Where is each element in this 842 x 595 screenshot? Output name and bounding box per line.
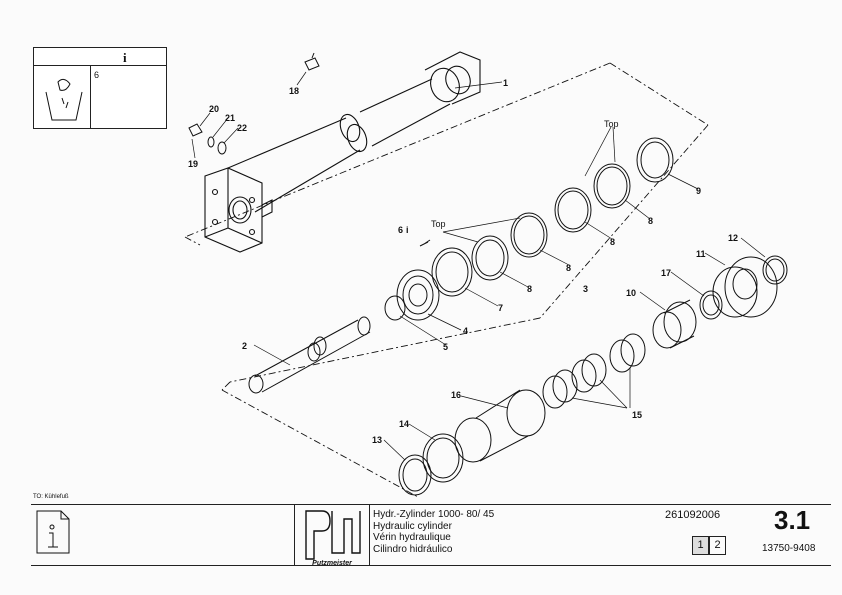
- callout-16: 16: [451, 390, 461, 400]
- cylinder-barrel: [204, 51, 481, 253]
- info-box-divider: [90, 66, 91, 128]
- info-i-icon: i: [123, 50, 127, 65]
- callout-5: 5: [443, 342, 448, 352]
- piston-rod: [248, 316, 371, 394]
- callout-21: 21: [225, 113, 235, 123]
- putzmeister-logo: [305, 510, 361, 560]
- oil-can-icon: [45, 78, 83, 121]
- rod-head: [652, 255, 788, 349]
- section-number: 3.1: [774, 505, 811, 535]
- callout-7: 7: [498, 303, 503, 313]
- callout-3: 3: [583, 284, 588, 294]
- title-block: [31, 504, 831, 566]
- top-label-2: Top: [431, 219, 446, 229]
- callout-13: 13: [372, 435, 382, 445]
- document-number: 13750-9408: [762, 543, 816, 554]
- dash-dot-frame: [184, 62, 709, 498]
- part-titles: Hydr.-Zylinder 1000- 80/ 45 Hydraulic cy…: [373, 509, 494, 555]
- callout-10: 10: [626, 288, 636, 298]
- callout-22: 22: [237, 123, 247, 133]
- document-info-icon: [36, 510, 70, 554]
- callout-2: 2: [242, 341, 247, 351]
- part-6-info-mark: i: [406, 225, 409, 235]
- title-block-divider: [369, 505, 370, 565]
- callout-17: 17: [661, 268, 671, 278]
- title-es: Cilindro hidráulico: [373, 543, 453, 555]
- callout-8d: 8: [648, 216, 653, 226]
- guide-bushes: [398, 333, 646, 496]
- title-fr: Vérin hydraulique: [373, 532, 451, 543]
- callout-8a: 8: [527, 284, 532, 294]
- lubrication-note-box: i 6: [33, 47, 167, 129]
- title-en: Hydraulic cylinder: [373, 520, 452, 532]
- corner-note: TO: Kühlefuß: [33, 494, 69, 500]
- callout-18: 18: [289, 86, 299, 96]
- callout-20: 20: [209, 104, 219, 114]
- callout-12: 12: [728, 233, 738, 243]
- callout-19: 19: [188, 159, 198, 169]
- callout-14: 14: [399, 419, 409, 429]
- title-de: Hydr.-Zylinder 1000- 80/ 45: [373, 509, 495, 520]
- part-number: 261092006: [665, 509, 721, 521]
- leader-lines: [191, 71, 766, 461]
- info-box-header: i: [34, 48, 166, 66]
- top-label-1: Top: [604, 119, 619, 129]
- callout-4: 4: [463, 326, 468, 336]
- page-box-1[interactable]: 1: [692, 536, 709, 555]
- callout-9: 9: [696, 186, 701, 196]
- info-note-number: 6: [94, 70, 100, 80]
- fittings: [188, 52, 320, 155]
- callout-1: 1: [503, 78, 508, 88]
- page-box-2[interactable]: 2: [709, 536, 726, 555]
- callout-labels: 1 2 3 4 5 6 7 8 8 8 8 9 10 11 12 13 14 1…: [188, 78, 738, 445]
- brand-name: Putzmeister: [312, 560, 352, 567]
- callout-8c: 8: [610, 237, 615, 247]
- callout-15: 15: [632, 410, 642, 420]
- callout-8b: 8: [566, 263, 571, 273]
- callout-6: 6: [398, 225, 403, 235]
- title-block-divider: [294, 505, 295, 565]
- piston-rings: [384, 137, 674, 321]
- callout-11: 11: [696, 249, 706, 259]
